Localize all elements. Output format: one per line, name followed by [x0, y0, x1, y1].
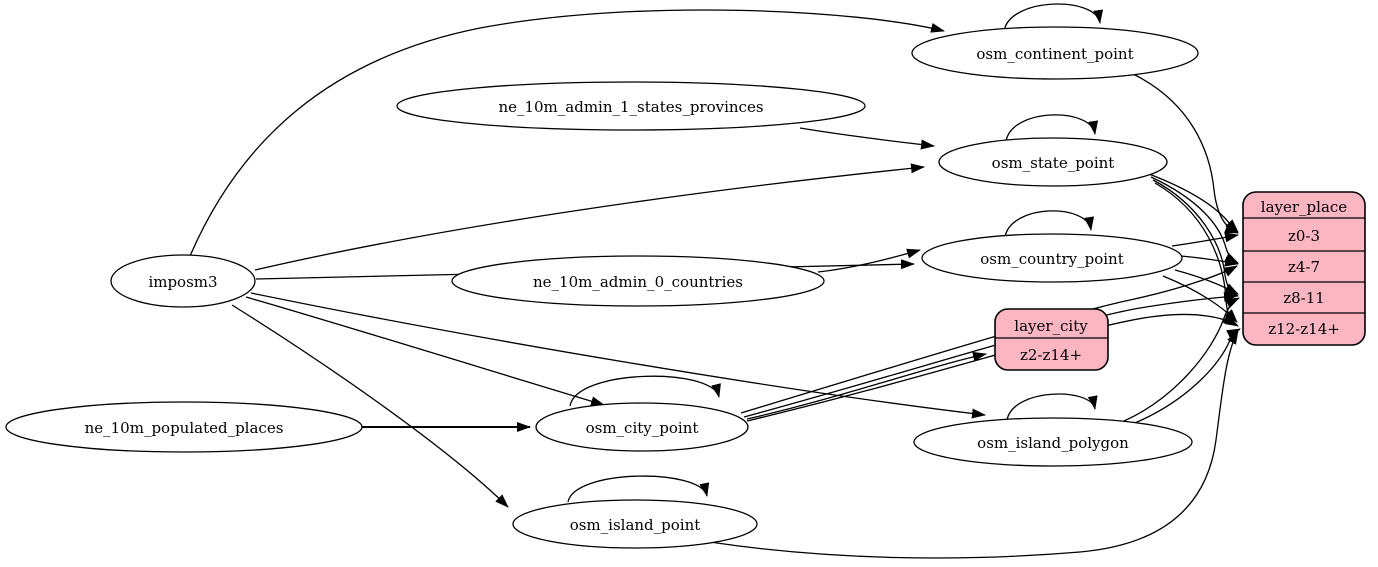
node-osm_country_point: osm_country_point — [921, 233, 1183, 283]
edge-osm_island_point-z12-z14 — [709, 330, 1239, 559]
node-osm_island_polygon-shape — [913, 417, 1193, 467]
self-loop-osm_island_point — [567, 475, 710, 503]
record-layer_place: layer_place z0-3 z4-7 z8-11 z12-z14+ — [1242, 191, 1366, 346]
node-ne_10m_admin_0-label: ne_10m_admin_0_countries — [533, 273, 743, 291]
self-loop-osm_state_point — [1005, 114, 1099, 142]
node-ne_10m_admin_0_countries: ne_10m_admin_0_countries — [451, 255, 825, 307]
node-osm_city_point-shape — [535, 402, 749, 452]
record-layer_place-box — [1242, 191, 1366, 346]
edge-group — [189, 3, 1241, 559]
record-layer_city-box — [994, 308, 1109, 371]
edge-ne10m_admin1-osm_state_point — [799, 127, 935, 150]
edge-imposm3-osm_continent_point — [189, 9, 945, 257]
node-ne_10m_admin_1-shape — [396, 81, 866, 131]
node-imposm3: imposm3 — [110, 254, 256, 308]
edge-osm_country_point-z0-3 — [1171, 232, 1239, 247]
record-layer_place-row-z12-z14: z12-z14+ — [1268, 320, 1340, 338]
node-osm_state_point-shape — [938, 137, 1168, 187]
record-layer_city-row-z2: z2-z14+ — [1020, 346, 1082, 364]
edge-ne10m_admin0-osm_country_point — [817, 248, 921, 273]
node-osm_continent_point-label: osm_continent_point — [976, 45, 1133, 63]
node-osm_island_point-shape — [512, 499, 758, 549]
edge-osm_island_polygon-z8-11 — [1123, 297, 1240, 422]
node-osm_country_point-shape — [921, 233, 1183, 283]
node-osm_continent_point: osm_continent_point — [911, 26, 1199, 80]
self-loop-osm_continent_point — [1003, 3, 1103, 32]
node-osm_state_point-label: osm_state_point — [992, 154, 1115, 172]
self-loop-osm_city_point — [569, 375, 721, 407]
record-layer_place-row-z8-11: z8-11 — [1283, 289, 1325, 307]
record-layer_city-title: layer_city — [1014, 317, 1088, 335]
node-osm_city_point: osm_city_point — [535, 402, 749, 452]
node-osm_country_point-label: osm_country_point — [980, 250, 1124, 268]
node-osm_continent_point-shape — [911, 26, 1199, 80]
node-ne_10m_populated_places: ne_10m_populated_places — [5, 401, 363, 453]
edge-osm_continent_point-z0-3 — [1132, 73, 1239, 234]
self-loop-osm_island_polygon — [1006, 393, 1098, 421]
edge-imposm3-osm_city_point — [245, 296, 605, 407]
node-ne_10m_populated_places-label: ne_10m_populated_places — [85, 419, 284, 437]
edge-osm_state_point-z0-3 — [1148, 173, 1239, 233]
node-ne_10m_admin_1_states_provinces: ne_10m_admin_1_states_provinces — [396, 81, 866, 131]
edge-osm_city_point-layer_city — [746, 351, 987, 420]
self-loop-osm_country_point — [1004, 210, 1095, 238]
record-layer_city: layer_city z2-z14+ — [994, 308, 1109, 371]
edge-osm_country_point-z4-7 — [1180, 255, 1239, 267]
node-group: imposm3 ne_10m_admin_1_states_provinces … — [5, 26, 1199, 549]
node-ne_10m_admin_0-shape — [451, 255, 825, 307]
edge-imposm3-osm_island_polygon — [250, 292, 986, 419]
edge-imposm3-osm_island_point — [231, 304, 509, 508]
node-osm_island_point-label: osm_island_point — [570, 516, 701, 534]
node-imposm3-shape — [110, 254, 256, 308]
record-layer_place-title: layer_place — [1261, 198, 1348, 216]
node-osm_island_polygon: osm_island_polygon — [913, 417, 1193, 467]
record-layer_place-row-z0-3: z0-3 — [1288, 227, 1320, 245]
node-imposm3-label: imposm3 — [148, 273, 217, 291]
edge-imposm3-osm_state_point — [254, 163, 925, 271]
node-osm_city_point-label: osm_city_point — [586, 419, 699, 437]
node-osm_island_point: osm_island_point — [512, 499, 758, 549]
edge-osm_country_point-z8-11 — [1174, 269, 1239, 295]
node-osm_state_point: osm_state_point — [938, 137, 1168, 187]
record-layer_place-row-z4-7: z4-7 — [1288, 258, 1320, 276]
edge-osm_city_point-z12-z14 — [746, 313, 1237, 422]
node-osm_island_polygon-label: osm_island_polygon — [977, 434, 1129, 452]
node-ne_10m_populated_places-shape — [5, 401, 363, 453]
node-ne_10m_admin_1-label: ne_10m_admin_1_states_provinces — [498, 98, 763, 116]
